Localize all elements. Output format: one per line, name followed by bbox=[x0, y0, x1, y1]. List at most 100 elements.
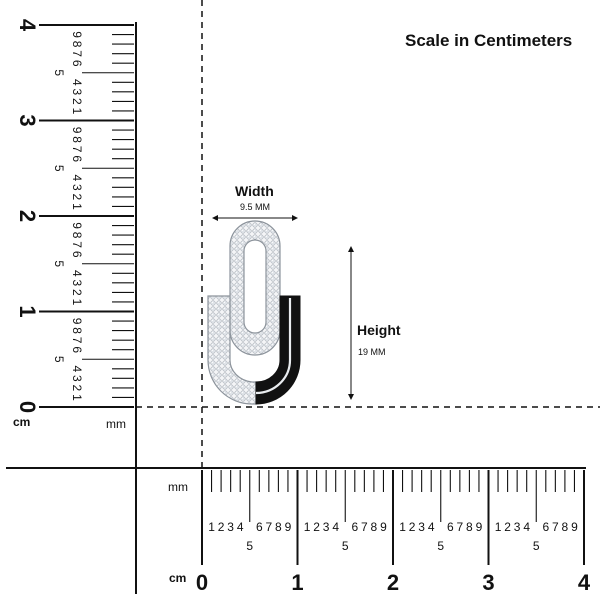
vertical-mm-label: 5 bbox=[52, 260, 66, 267]
horizontal-mm-label: 5 bbox=[342, 539, 349, 553]
horizontal-mm-label: 7 bbox=[266, 520, 273, 534]
vertical-mm-label: 3 bbox=[70, 280, 84, 287]
vertical-mm-label: 7 bbox=[70, 146, 84, 153]
horizontal-mm-label: 6 bbox=[447, 520, 454, 534]
horizontal-ruler-mm-label: mm bbox=[168, 480, 188, 494]
vertical-mm-label: 8 bbox=[70, 136, 84, 143]
vertical-mm-label: 3 bbox=[70, 89, 84, 96]
height-value: 19 MM bbox=[358, 347, 386, 357]
horizontal-cm-label: 1 bbox=[291, 570, 303, 595]
vertical-mm-label: 1 bbox=[70, 203, 84, 210]
vertical-cm-label: 0 bbox=[15, 401, 40, 413]
horizontal-mm-label: 6 bbox=[351, 520, 358, 534]
horizontal-mm-label: 3 bbox=[514, 520, 521, 534]
vertical-mm-label: 4 bbox=[70, 365, 84, 372]
vertical-ruler-mm-label: mm bbox=[106, 417, 126, 431]
horizontal-mm-label: 3 bbox=[227, 520, 234, 534]
horizontal-mm-label: 9 bbox=[285, 520, 292, 534]
vertical-mm-label: 8 bbox=[70, 232, 84, 239]
horizontal-cm-label: 0 bbox=[196, 570, 208, 595]
vertical-mm-label: 2 bbox=[70, 385, 84, 392]
horizontal-cm-label: 4 bbox=[578, 570, 591, 595]
vertical-mm-label: 7 bbox=[70, 50, 84, 57]
earring-illustration bbox=[207, 220, 301, 405]
horizontal-cm-label: 3 bbox=[482, 570, 494, 595]
vertical-ruler-ticks bbox=[39, 24, 134, 408]
horizontal-mm-label: 5 bbox=[246, 539, 253, 553]
horizontal-cm-label: 2 bbox=[387, 570, 399, 595]
horizontal-mm-label: 7 bbox=[552, 520, 559, 534]
vertical-mm-label: 6 bbox=[70, 155, 84, 162]
vertical-cm-label: 1 bbox=[15, 305, 40, 317]
vertical-mm-label: 7 bbox=[70, 241, 84, 248]
vertical-cm-label: 2 bbox=[15, 210, 40, 222]
vertical-ruler-labels: 1234567891234567891234567891234567890123… bbox=[15, 19, 84, 413]
horizontal-mm-label: 4 bbox=[523, 520, 530, 534]
vertical-mm-label: 9 bbox=[70, 318, 84, 325]
horizontal-mm-label: 1 bbox=[208, 520, 215, 534]
vertical-mm-label: 9 bbox=[70, 222, 84, 229]
loop-opening bbox=[243, 239, 267, 334]
metal-inlay-line bbox=[255, 298, 292, 395]
horizontal-mm-label: 6 bbox=[256, 520, 263, 534]
horizontal-mm-label: 9 bbox=[571, 520, 578, 534]
vertical-mm-label: 9 bbox=[70, 31, 84, 38]
horizontal-ruler-ticks bbox=[201, 470, 585, 565]
horizontal-mm-label: 2 bbox=[218, 520, 225, 534]
horizontal-mm-label: 9 bbox=[380, 520, 387, 534]
vertical-mm-label: 4 bbox=[70, 270, 84, 277]
vertical-mm-label: 2 bbox=[70, 194, 84, 201]
horizontal-mm-label: 3 bbox=[418, 520, 425, 534]
vertical-mm-label: 6 bbox=[70, 60, 84, 67]
horizontal-mm-label: 2 bbox=[409, 520, 416, 534]
vertical-cm-label: 3 bbox=[15, 114, 40, 126]
vertical-mm-label: 4 bbox=[70, 174, 84, 181]
horizontal-mm-label: 7 bbox=[457, 520, 464, 534]
vertical-mm-label: 8 bbox=[70, 41, 84, 48]
height-label: Height bbox=[357, 322, 401, 338]
horizontal-mm-label: 8 bbox=[562, 520, 569, 534]
vertical-mm-label: 6 bbox=[70, 346, 84, 353]
vertical-mm-label: 7 bbox=[70, 337, 84, 344]
height-dimension-arrow bbox=[348, 246, 354, 400]
width-label: Width bbox=[235, 183, 274, 199]
horizontal-mm-label: 1 bbox=[399, 520, 406, 534]
horizontal-mm-label: 4 bbox=[428, 520, 435, 534]
scale-title: Scale in Centimeters bbox=[405, 31, 573, 50]
vertical-mm-label: 2 bbox=[70, 98, 84, 105]
horizontal-mm-label: 8 bbox=[371, 520, 378, 534]
vertical-cm-label: 4 bbox=[15, 19, 40, 32]
vertical-ruler-cm-label: cm bbox=[13, 415, 31, 429]
vertical-mm-label: 1 bbox=[70, 299, 84, 306]
vertical-mm-label: 1 bbox=[70, 394, 84, 401]
vertical-mm-label: 6 bbox=[70, 251, 84, 258]
horizontal-mm-label: 8 bbox=[466, 520, 473, 534]
vertical-mm-label: 5 bbox=[52, 356, 66, 363]
horizontal-mm-label: 5 bbox=[533, 539, 540, 553]
horizontal-mm-label: 1 bbox=[304, 520, 311, 534]
horizontal-mm-label: 6 bbox=[542, 520, 549, 534]
vertical-mm-label: 1 bbox=[70, 108, 84, 115]
vertical-mm-label: 5 bbox=[52, 165, 66, 172]
vertical-mm-label: 5 bbox=[52, 69, 66, 76]
horizontal-mm-label: 8 bbox=[275, 520, 282, 534]
horizontal-ruler-cm-label: cm bbox=[169, 571, 187, 585]
width-value: 9.5 MM bbox=[240, 202, 271, 212]
horizontal-mm-label: 2 bbox=[504, 520, 511, 534]
horizontal-mm-label: 4 bbox=[332, 520, 339, 534]
vertical-mm-label: 2 bbox=[70, 289, 84, 296]
horizontal-mm-label: 3 bbox=[323, 520, 330, 534]
pave-u-band bbox=[207, 295, 257, 405]
vertical-mm-label: 4 bbox=[70, 79, 84, 86]
vertical-mm-label: 9 bbox=[70, 127, 84, 134]
vertical-mm-label: 3 bbox=[70, 375, 84, 382]
horizontal-mm-label: 9 bbox=[476, 520, 483, 534]
horizontal-mm-label: 1 bbox=[495, 520, 502, 534]
vertical-mm-label: 3 bbox=[70, 184, 84, 191]
horizontal-mm-label: 2 bbox=[313, 520, 320, 534]
vertical-mm-label: 8 bbox=[70, 327, 84, 334]
horizontal-mm-label: 7 bbox=[361, 520, 368, 534]
